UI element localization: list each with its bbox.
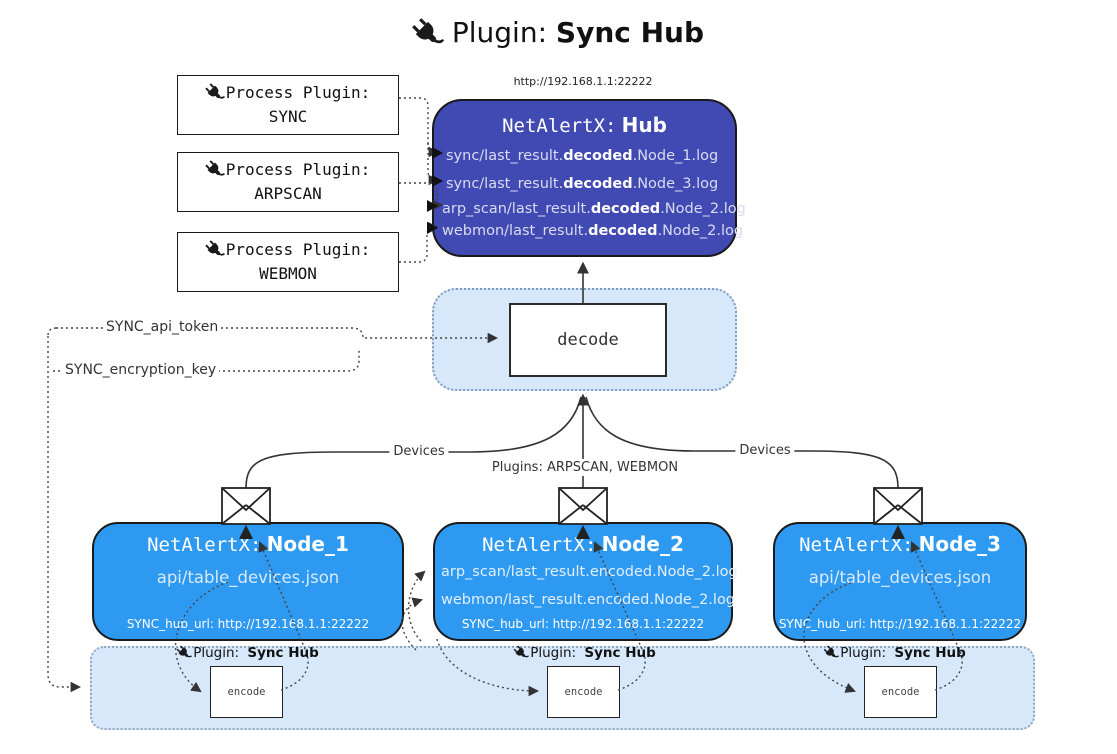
process-plugin-label: Process Plugin: [225, 83, 371, 102]
encode-plugin-label: Plugin: Sync Hub [176, 645, 319, 661]
encode-plugin-label: Plugin: Sync Hub [823, 645, 966, 661]
sync-encryption-key-label: SYNC_encryption_key [62, 362, 220, 378]
hub-log-line: arp_scan/last_result.decoded.Node_2.log [442, 201, 746, 217]
process-plugin-name: WEBMON [259, 264, 317, 283]
encode-plugin-label: Plugin: Sync Hub [513, 645, 656, 661]
plugins-middle-label: Plugins: ARPSCAN, WEBMON [487, 459, 683, 476]
plug-icon [205, 240, 225, 260]
hub-url-label: http://192.168.1.1:22222 [513, 75, 653, 88]
plug-icon [205, 160, 225, 180]
process-plugin-name: SYNC [268, 107, 308, 126]
page-title-name: Sync Hub [555, 16, 705, 49]
node-title: NetAlertX: Node_1 [147, 532, 349, 556]
plug-icon [176, 645, 192, 661]
page-title: Plugin: Sync Hub [0, 16, 1117, 50]
hub-title: NetAlertX: Hub [502, 113, 667, 137]
plug-icon [513, 645, 529, 661]
node-file: api/table_devices.json [808, 568, 992, 587]
page-title-prefix: Plugin: [451, 16, 548, 49]
node-title: NetAlertX: Node_3 [799, 532, 1001, 556]
hub-log-line: sync/last_result.decoded.Node_1.log [446, 148, 719, 164]
node-hub-url: SYNC_hub_url: http://192.168.1.1:22222 [461, 617, 705, 631]
node-file: arp_scan/last_result.encoded.Node_2.log [441, 564, 738, 580]
encode-box: encode [864, 666, 937, 718]
devices-right-label: Devices [735, 442, 795, 459]
process-plugin-label: Process Plugin: [225, 240, 371, 259]
node-hub-url: SYNC_hub_url: http://192.168.1.1:22222 [126, 617, 370, 631]
node-hub-url: SYNC_hub_url: http://192.168.1.1:22222 [778, 617, 1022, 631]
process-plugin-arpscan-box: Process Plugin: ARPSCAN [177, 152, 399, 212]
plug-icon [823, 645, 839, 661]
node-2-box: NetAlertX: Node_2 arp_scan/last_result.e… [433, 522, 738, 641]
devices-left-label: Devices [389, 443, 449, 460]
plug-icon [412, 18, 445, 50]
node-1-box: NetAlertX: Node_1 api/table_devices.json… [92, 522, 404, 641]
envelope-icon [221, 487, 923, 525]
plug-icon [205, 83, 225, 103]
node-file: api/table_devices.json [156, 568, 340, 587]
process-plugin-name: ARPSCAN [254, 184, 322, 203]
node-3-box: NetAlertX: Node_3 api/table_devices.json… [773, 522, 1027, 641]
hub-log-line: sync/last_result.decoded.Node_3.log [446, 176, 719, 192]
process-plugin-sync-box: Process Plugin: SYNC [177, 75, 399, 135]
hub-box: NetAlertX: Hub sync/last_result.decoded.… [432, 99, 746, 257]
encode-box: encode [547, 666, 620, 718]
process-plugin-webmon-box: Process Plugin: WEBMON [177, 232, 399, 292]
process-plugin-label: Process Plugin: [225, 160, 371, 179]
node-title: NetAlertX: Node_2 [482, 532, 684, 556]
encode-box: encode [210, 666, 283, 718]
hub-log-line: webmon/last_result.decoded.Node_2.log [442, 223, 744, 239]
node-file: webmon/last_result.encoded.Node_2.log [441, 592, 736, 608]
decode-box: decode [509, 303, 667, 377]
sync-api-token-label: SYNC_api_token [103, 319, 222, 335]
